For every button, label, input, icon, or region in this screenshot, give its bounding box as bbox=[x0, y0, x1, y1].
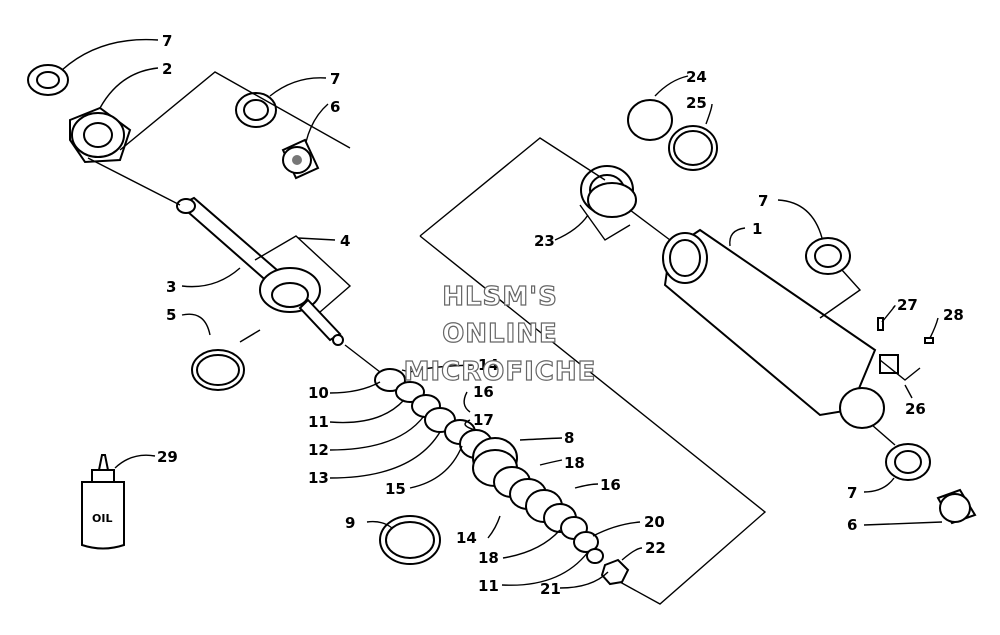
seal-head-4 bbox=[259, 267, 344, 346]
watermark-line-3: MICROFICHE bbox=[404, 357, 597, 387]
callout-18-lower: 18 bbox=[478, 549, 499, 567]
o-ring-5 bbox=[191, 349, 245, 391]
callout-22: 22 bbox=[645, 539, 666, 557]
callout-11-lower: 11 bbox=[478, 577, 499, 595]
callout-25: 25 bbox=[686, 94, 707, 112]
callout-7-right-upper: 7 bbox=[758, 192, 768, 210]
watermark-line-1: HLSM'S bbox=[442, 282, 558, 312]
reservoir-cap-23 bbox=[580, 165, 637, 218]
callout-8: 8 bbox=[564, 429, 574, 447]
callout-6-lower: 6 bbox=[847, 516, 857, 534]
watermark-line-2: ONLINE bbox=[442, 319, 558, 349]
bushing-7-right-lower bbox=[885, 443, 931, 481]
sleeve-6-lower bbox=[936, 488, 977, 525]
callout-27: 27 bbox=[897, 296, 918, 314]
eye-housing-2 bbox=[69, 106, 132, 164]
callout-4: 4 bbox=[340, 232, 350, 250]
callout-20: 20 bbox=[644, 513, 665, 531]
callout-7-right-lower: 7 bbox=[847, 484, 857, 502]
ring-25 bbox=[668, 125, 718, 171]
callout-18-upper: 18 bbox=[564, 454, 585, 472]
sleeve-6-upper bbox=[281, 138, 320, 180]
ring-24 bbox=[627, 99, 673, 141]
callout-23: 23 bbox=[534, 232, 555, 250]
valve-stack bbox=[374, 368, 630, 586]
seal-9 bbox=[379, 515, 441, 565]
callout-12: 12 bbox=[308, 441, 329, 459]
callout-21: 21 bbox=[540, 580, 561, 598]
callout-14-upper: 14 bbox=[478, 356, 499, 374]
callout-29: 29 bbox=[157, 448, 178, 466]
oil-bottle-29: OIL bbox=[81, 454, 125, 550]
callout-13: 13 bbox=[308, 469, 329, 487]
callout-5: 5 bbox=[166, 306, 176, 324]
callout-labels: 7 2 7 6 4 3 5 24 25 23 1 7 27 28 26 10 1… bbox=[157, 32, 964, 598]
bushing-7-top-left bbox=[27, 64, 69, 96]
bushing-7-upper bbox=[235, 92, 277, 128]
leader-lines bbox=[61, 38, 943, 589]
callout-11-upper: 11 bbox=[308, 413, 329, 431]
callout-16-upper: 16 bbox=[473, 383, 494, 401]
valve-27-28 bbox=[877, 317, 934, 344]
callout-6-upper: 6 bbox=[330, 98, 340, 116]
callout-14-lower: 14 bbox=[456, 529, 477, 547]
callout-24: 24 bbox=[686, 68, 707, 86]
oil-label: OIL bbox=[92, 512, 112, 525]
callout-17: 17 bbox=[473, 411, 494, 429]
assembly-guide-lines bbox=[87, 71, 921, 605]
callout-15: 15 bbox=[385, 480, 406, 498]
shock-body-1 bbox=[662, 228, 899, 429]
callout-28: 28 bbox=[943, 306, 964, 324]
callout-7-top-left: 7 bbox=[162, 32, 172, 50]
callout-16-lower: 16 bbox=[600, 476, 621, 494]
watermark: HLSM'S ONLINE MICROFICHE bbox=[403, 281, 597, 387]
callout-7-upper: 7 bbox=[330, 70, 340, 88]
callout-3: 3 bbox=[166, 278, 176, 296]
callout-2: 2 bbox=[162, 60, 172, 78]
callout-26: 26 bbox=[905, 400, 926, 418]
callout-9: 9 bbox=[345, 514, 355, 532]
callout-1: 1 bbox=[752, 220, 762, 238]
callout-10: 10 bbox=[308, 384, 329, 402]
bushing-7-right-upper bbox=[805, 237, 851, 275]
